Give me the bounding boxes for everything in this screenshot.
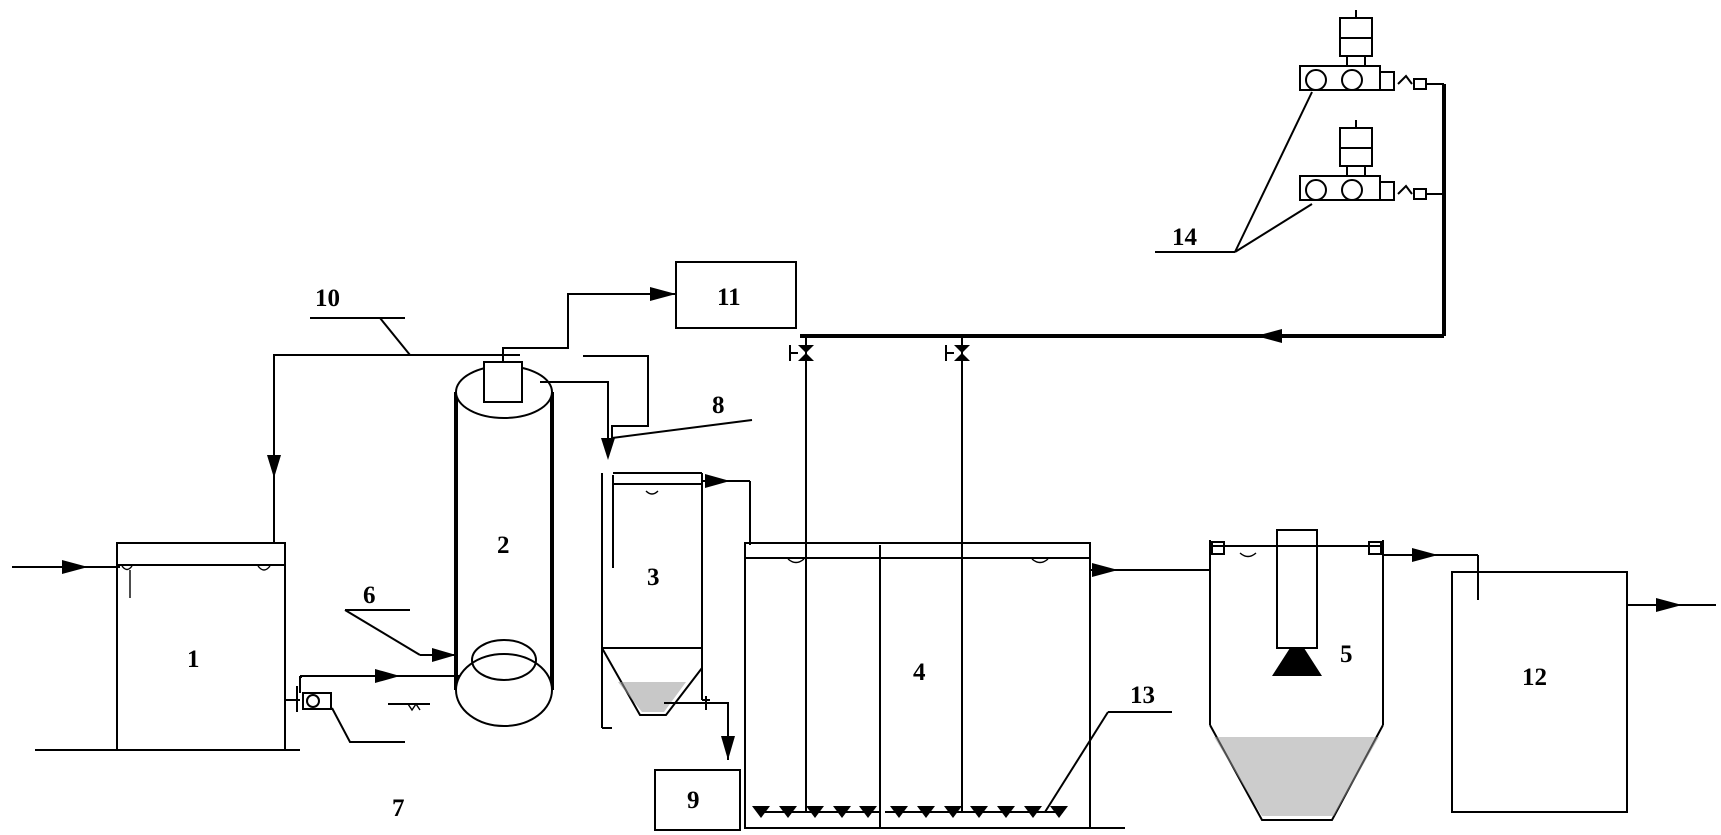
label-8: 8 [712,392,725,419]
blower-lower [1299,120,1444,201]
gas-line-to-11 [502,287,676,362]
label-13: 13 [1130,682,1155,709]
label-12: 12 [1522,664,1547,691]
outflow-5-to-12 [1383,548,1479,600]
label-3: 3 [647,564,660,591]
air-diffusers-13 [752,711,1172,818]
pump-7 [285,669,461,743]
label-14: 14 [1172,224,1198,251]
sludge-line-to-9 [664,696,735,760]
tank-12 [1451,571,1628,813]
sludge-box-9 [654,769,741,831]
recycle-line-10 [267,317,520,543]
label-6: 6 [363,582,376,609]
label-14-leader [1155,91,1313,253]
inlet-pipe [12,560,120,574]
label-9: 9 [687,787,700,814]
outflow-4-to-5 [1090,563,1210,577]
label-4: 4 [913,659,926,686]
settler-3 [601,472,710,729]
label-10: 10 [315,285,340,312]
tank-1 [35,542,300,751]
label-1: 1 [187,646,200,673]
label-2: 2 [497,532,510,559]
label-7: 7 [392,795,405,822]
valve-right [945,345,970,361]
effluent-pipe [1627,598,1716,612]
input-6-arrow [344,609,456,662]
overflow-line-8 [540,355,753,460]
overflow-3-to-4 [702,474,751,545]
collector-11 [675,261,797,329]
aeration-tank-4 [744,542,1125,829]
clarifier-5 [1209,529,1384,821]
valve-left [789,345,814,361]
reactor-column-2 [388,361,554,727]
label-11: 11 [717,284,741,311]
air-supply-header [789,84,1446,812]
blower-upper [1299,10,1444,91]
label-5: 5 [1340,641,1353,668]
